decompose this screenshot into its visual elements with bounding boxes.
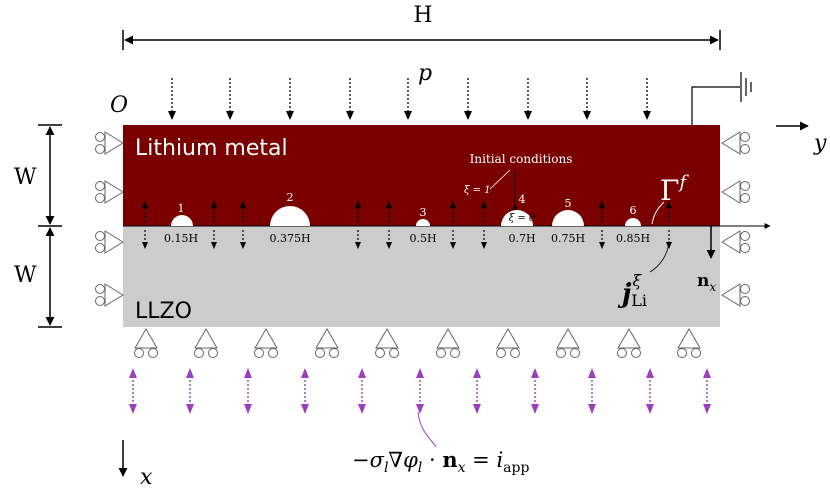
x-axis-label: x <box>140 465 153 490</box>
interface-flux-arrow <box>355 201 361 249</box>
applied-current-arrow <box>646 368 654 414</box>
seed-position-1: 0.15H <box>164 232 198 245</box>
width-dimension: H <box>122 3 721 50</box>
interface-flux-arrow <box>599 201 605 249</box>
normal-vector-label: nx <box>697 271 716 294</box>
pressure-arrow <box>464 78 472 120</box>
left-roller-icon <box>95 131 124 155</box>
bottom-roller-icon <box>496 328 520 358</box>
gamma-f-pointer <box>651 201 665 225</box>
interface-flux-arrow <box>666 201 672 249</box>
seed-shapes <box>171 206 641 226</box>
pressure-arrow <box>346 78 354 120</box>
y-axis-label: y <box>813 131 827 156</box>
bottom-roller-icon <box>254 328 278 358</box>
right-roller-icon <box>721 180 750 204</box>
interface-flux-arrow <box>142 201 148 249</box>
applied-current-arrows <box>129 368 711 414</box>
left-roller-icon <box>95 230 124 254</box>
pressure-arrow <box>168 78 176 120</box>
applied-current-arrow <box>358 368 366 414</box>
interface-flux-arrow <box>450 201 456 249</box>
seed-position-5: 0.75H <box>551 232 585 245</box>
seed-number-1: 1 <box>178 202 185 215</box>
interface-flux-arrow <box>211 201 217 249</box>
origin-label: O <box>110 93 128 118</box>
applied-current-arrow <box>129 368 137 414</box>
seed-position-3: 0.5H <box>409 232 436 245</box>
height-dimension-top: W <box>14 124 62 227</box>
pressure-arrow <box>226 78 234 120</box>
right-roller-icon <box>721 230 750 254</box>
applied-current-arrow <box>473 368 481 414</box>
left-roller-icon <box>95 180 124 204</box>
bottom-roller-icon <box>134 328 158 358</box>
seed-number-6: 6 <box>630 204 637 217</box>
applied-current-arrow <box>186 368 194 414</box>
pressure-arrow <box>524 78 532 120</box>
bottom-roller-icon <box>556 328 580 358</box>
bottom-roller-icon <box>436 328 460 358</box>
bottom-roller-icon <box>315 328 339 358</box>
seed-position-2: 0.375H <box>269 232 310 245</box>
seed-6 <box>625 218 641 226</box>
applied-current-arrow <box>244 368 252 414</box>
seed-number-3: 3 <box>420 206 427 219</box>
left-roller-supports <box>95 131 124 307</box>
initial-conditions-label: Initial conditions <box>470 152 573 166</box>
boundary-equation: −σl∇φl · nx = iapp <box>352 447 529 476</box>
bottom-roller-icon <box>617 328 641 358</box>
xi-one-pointer <box>489 169 511 190</box>
seed-number-4: 4 <box>519 193 526 206</box>
pressure-label: p <box>418 61 432 86</box>
seed-5 <box>552 210 584 226</box>
right-roller-icon <box>721 283 750 307</box>
interface-flux-arrows <box>142 201 672 249</box>
height-label-bottom: W <box>14 263 37 288</box>
pressure-arrow <box>404 78 412 120</box>
right-roller-icon <box>721 131 750 155</box>
right-roller-supports <box>721 131 750 307</box>
bottom-roller-icon <box>194 328 218 358</box>
xi-zero-dot <box>513 206 517 210</box>
xi-zero-label: ξ = 0 <box>509 213 536 224</box>
seed-3 <box>416 219 430 226</box>
applied-current-arrow <box>416 368 424 414</box>
applied-current-arrow <box>588 368 596 414</box>
interface-flux-arrow <box>481 201 487 249</box>
pressure-arrows <box>168 78 651 120</box>
seed-number-5: 5 <box>565 197 572 210</box>
ground-icon <box>691 72 752 126</box>
seed-position-4: 0.7H <box>508 232 535 245</box>
applied-current-arrow <box>703 368 711 414</box>
lithium-metal-region <box>123 125 720 226</box>
equation-pointer <box>417 411 437 448</box>
bottom-roller-icon <box>677 328 701 358</box>
llzo-region <box>123 226 720 327</box>
lithium-metal-label: Lithium metal <box>135 136 288 161</box>
pressure-arrow <box>643 78 651 120</box>
llzo-label: LLZO <box>135 299 192 324</box>
width-label: H <box>413 3 432 28</box>
height-label-top: W <box>14 165 37 190</box>
seed-1 <box>171 215 193 226</box>
interface-flux-arrow <box>386 201 392 249</box>
pressure-arrow <box>583 78 591 120</box>
interface-flux-arrow <box>240 201 246 249</box>
pressure-arrow <box>286 78 294 120</box>
height-dimension-bottom: W <box>14 227 62 328</box>
seed-position-6: 0.85H <box>616 232 650 245</box>
j-li-pointer <box>649 240 670 273</box>
bottom-roller-supports <box>134 328 701 358</box>
seed-number-2: 2 <box>287 191 294 204</box>
applied-current-arrow <box>531 368 539 414</box>
seed-4 <box>501 210 533 226</box>
left-roller-icon <box>95 283 124 307</box>
seed-2 <box>270 206 310 226</box>
bottom-roller-icon <box>375 328 399 358</box>
applied-current-arrow <box>301 368 309 414</box>
xi-one-label: ξ = 1 <box>464 185 491 196</box>
